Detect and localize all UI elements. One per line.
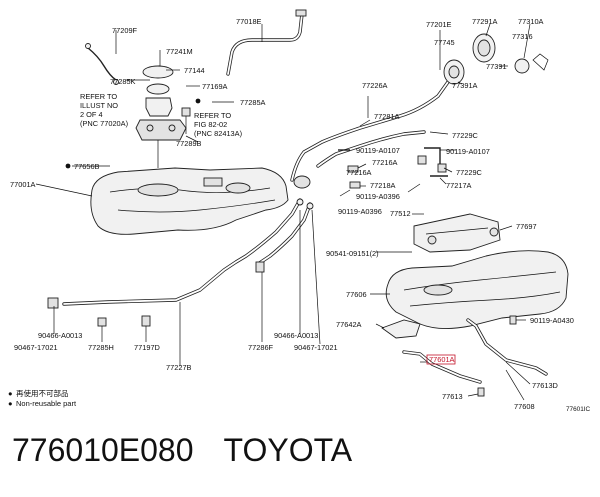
label-77241m: 77241M bbox=[166, 47, 193, 56]
label-77285a: 77285A bbox=[240, 98, 266, 107]
non-reusable-marker bbox=[65, 163, 71, 169]
note-refer-left: 2 OF 4 bbox=[80, 110, 103, 119]
heat-insulator bbox=[413, 213, 501, 253]
legend-text-jp: 再使用不可部品 bbox=[16, 389, 69, 398]
legend-symbol: ● bbox=[8, 389, 13, 398]
legend-line-jp: ●再使用不可部品 bbox=[8, 389, 76, 399]
label-77606: 77606 bbox=[346, 290, 367, 299]
fuel-pump-assembly bbox=[135, 65, 191, 168]
label-77216a: 77216A bbox=[346, 168, 372, 177]
brand-name: TOYOTA bbox=[223, 432, 353, 468]
label-77216a: 77216A bbox=[372, 158, 398, 167]
leader-lines bbox=[35, 23, 531, 401]
label-77227b: 77227B bbox=[166, 363, 192, 372]
footer: 776010E080 TOYOTA bbox=[12, 432, 352, 469]
label-77613d: 77613D bbox=[532, 381, 558, 390]
fuel-tank-lower bbox=[385, 250, 569, 329]
protector bbox=[381, 319, 421, 339]
label-77197d: 77197D bbox=[134, 343, 160, 352]
label-90119-a0107: 90119-A0107 bbox=[356, 146, 400, 155]
highlight-box bbox=[426, 354, 456, 365]
hose-77018e bbox=[226, 9, 307, 76]
label-77613: 77613 bbox=[442, 392, 463, 401]
label-77285k: 77285K bbox=[110, 77, 136, 86]
note-refer-left: REFER TO bbox=[80, 92, 117, 101]
filler-neck bbox=[443, 33, 549, 85]
label-77018e: 77018E bbox=[236, 17, 262, 26]
label-77512: 77512 bbox=[390, 209, 411, 218]
label-77209f: 77209F bbox=[112, 26, 138, 35]
label-77316: 77316 bbox=[512, 32, 533, 41]
label-90541-09151: 90541-09151(2) bbox=[326, 249, 379, 258]
label-90467-17021: 90467-17021 bbox=[294, 343, 338, 352]
note-refer-left: ILLUST NO bbox=[80, 101, 118, 110]
label-77281a: 77281A bbox=[374, 112, 400, 121]
breather-hose-left bbox=[85, 43, 119, 85]
filler-pipe bbox=[290, 80, 450, 189]
label-77745: 77745 bbox=[434, 38, 455, 47]
label-77391a: 77391A bbox=[452, 81, 478, 90]
label-90119-a0107: 90119-A0107 bbox=[446, 147, 490, 156]
legend: ●再使用不可部品 ●Non-reusable part bbox=[8, 389, 76, 409]
label-90467-17021: 90467-17021 bbox=[14, 343, 58, 352]
label-77144: 77144 bbox=[184, 66, 205, 75]
label-77001a: 77001A bbox=[10, 180, 36, 189]
label-77656b: 77656B bbox=[74, 162, 100, 171]
legend-symbol: ● bbox=[8, 399, 13, 408]
label-77201e: 77201E bbox=[426, 20, 452, 29]
label-77169a: 77169A bbox=[202, 82, 228, 91]
part-labels: 77209F 77018E 77241M 77144 77285K 77169A… bbox=[10, 17, 591, 413]
label-77218a: 77218A bbox=[370, 181, 396, 190]
label-77289b: 77289B bbox=[176, 139, 202, 148]
label-77608: 77608 bbox=[514, 402, 535, 411]
label-77642a: 77642A bbox=[336, 320, 362, 329]
label-77391: 77391 bbox=[486, 62, 507, 71]
label-90466-a0013: 90466-A0013 bbox=[38, 331, 82, 340]
label-77601a: 77601A bbox=[429, 355, 455, 364]
label-77226a: 77226A bbox=[362, 81, 388, 90]
label-77217a: 77217A bbox=[446, 181, 472, 190]
parts-diagram: 77209F 77018E 77241M 77144 77285K 77169A… bbox=[10, 9, 591, 413]
tank-bands bbox=[402, 315, 548, 397]
part-number: 776010E080 bbox=[12, 432, 194, 468]
label-90119-a0396: 90119-A0396 bbox=[338, 207, 382, 216]
label-77229c: 77229C bbox=[456, 168, 483, 177]
label-77285h: 77285H bbox=[88, 343, 114, 352]
label-77291a: 77291A bbox=[472, 17, 498, 26]
label-90119-a0396: 90119-A0396 bbox=[356, 192, 400, 201]
label-90466-a0013: 90466-A0013 bbox=[274, 331, 318, 340]
non-reusable-marker bbox=[195, 98, 201, 104]
note-refer-fig: FIG 82-02 bbox=[194, 120, 227, 129]
note-refer-fig: REFER TO bbox=[194, 111, 231, 120]
note-refer-fig: (PNC 82413A) bbox=[194, 129, 242, 138]
reference-code: 77601IC bbox=[566, 406, 591, 413]
legend-line-en: ●Non-reusable part bbox=[8, 399, 76, 409]
label-77697: 77697 bbox=[516, 222, 537, 231]
label-90119-a0430: 90119-A0430 bbox=[530, 316, 574, 325]
legend-text-en: Non-reusable part bbox=[16, 399, 77, 408]
label-77286f: 77286F bbox=[248, 343, 274, 352]
note-refer-left: (PNC 77020A) bbox=[80, 119, 128, 128]
label-77310a: 77310A bbox=[518, 17, 544, 26]
fuel-tank-upper bbox=[90, 167, 289, 235]
label-77229c: 77229C bbox=[452, 131, 479, 140]
lower-fuel-pipes bbox=[47, 198, 314, 327]
